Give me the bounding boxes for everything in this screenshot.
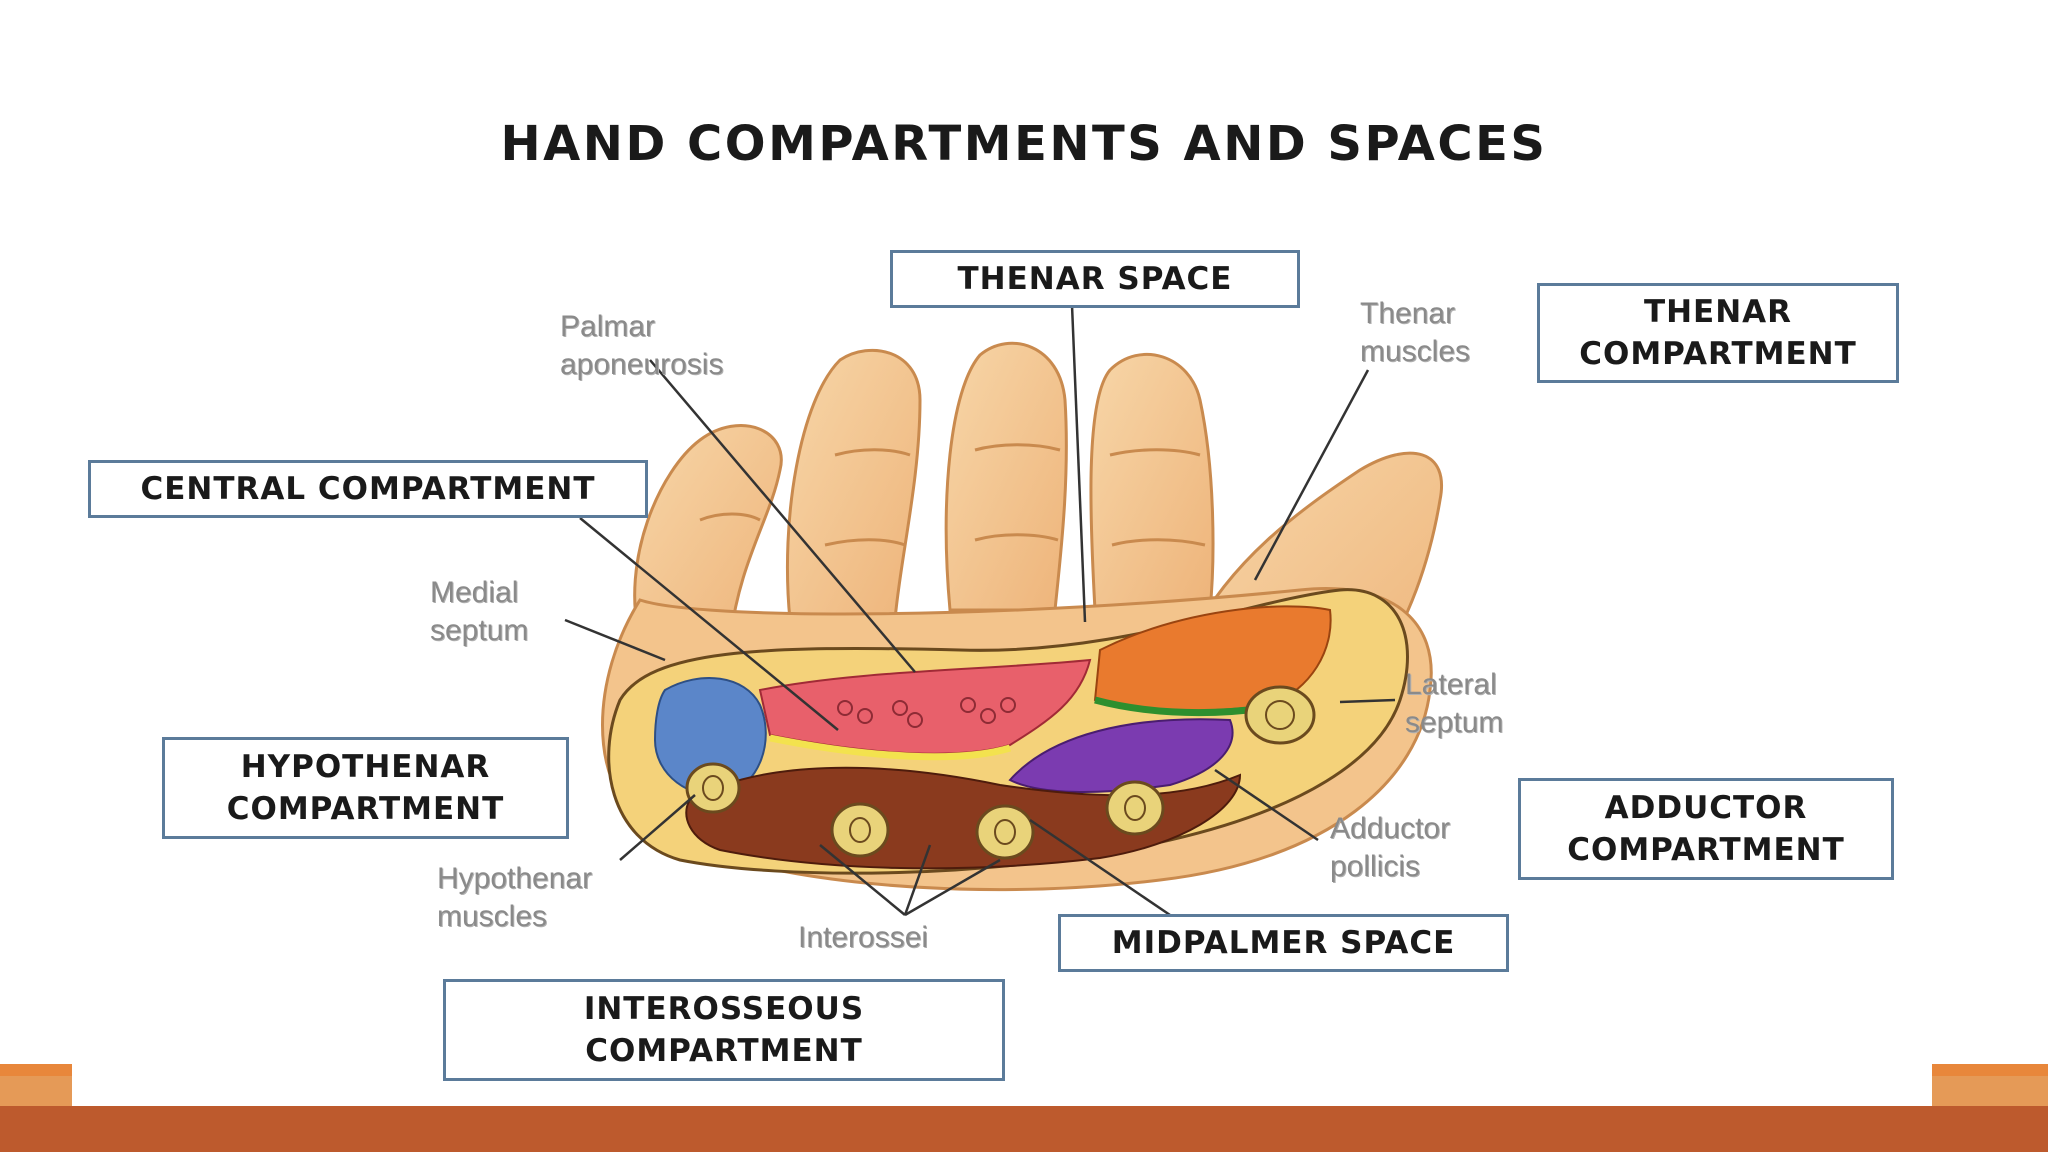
fingers	[633, 341, 1443, 715]
footer-accent-right-top	[1932, 1064, 2048, 1076]
flexor-tendons	[837, 697, 1016, 728]
label-text: THENAR SPACE	[957, 261, 1233, 297]
label-text: HYPOTHENAR	[240, 749, 491, 785]
label-adductor-pollicis: Adductor pollicis	[1330, 812, 1451, 883]
label-box-central-compartment: CENTRAL COMPARTMENT	[88, 460, 648, 518]
adductor-pollicis-region	[1008, 718, 1234, 793]
label-palmar-aponeurosis: Palmar aponeurosis	[560, 310, 724, 381]
label-interossei: Interossei	[798, 921, 929, 954]
ring-finger	[785, 348, 922, 622]
label-text: THENAR	[1643, 294, 1793, 330]
label-box-thenar-space: THENAR SPACE	[890, 250, 1300, 308]
label-box-hypothenar-compartment: HYPOTHENAR COMPARTMENT	[162, 737, 569, 839]
footer-accent-left-top	[0, 1064, 72, 1076]
label-text: COMPARTMENT	[1567, 832, 1845, 868]
label-text: CENTRAL COMPARTMENT	[140, 471, 596, 507]
little-finger	[633, 424, 783, 642]
middle-finger	[944, 341, 1068, 612]
diagram-title: HAND COMPARTMENTS AND SPACES	[500, 116, 1548, 172]
label-box-adductor-compartment: ADDUCTOR COMPARTMENT	[1518, 778, 1894, 880]
label-text: ADDUCTOR	[1604, 790, 1808, 826]
label-text: COMPARTMENT	[1579, 336, 1857, 372]
label-lateral-septum: Lateral septum	[1405, 668, 1504, 739]
label-box-thenar-compartment: THENAR COMPARTMENT	[1537, 283, 1899, 383]
interossei-region	[685, 766, 1242, 870]
metacarpal-bones	[685, 685, 1316, 860]
index-finger	[1089, 352, 1215, 612]
label-text: COMPARTMENT	[585, 1033, 863, 1069]
footer-bar	[0, 1106, 2048, 1152]
label-box-interosseous-compartment: INTEROSSEOUS COMPARTMENT	[443, 979, 1005, 1081]
label-text: INTEROSSEOUS	[583, 991, 865, 1027]
label-medial-septum: Medial septum	[430, 576, 529, 647]
label-text: MIDPALMER SPACE	[1111, 925, 1456, 961]
leader-lines	[564, 304, 1396, 917]
label-text: COMPARTMENT	[226, 791, 505, 827]
label-thenar-muscles: Thenar muscles	[1360, 297, 1471, 368]
label-box-midpalmer-space: MIDPALMER SPACE	[1058, 914, 1509, 972]
label-hypothenar-muscles: Hypothenar muscles	[437, 862, 593, 933]
finger-creases	[699, 443, 1206, 547]
